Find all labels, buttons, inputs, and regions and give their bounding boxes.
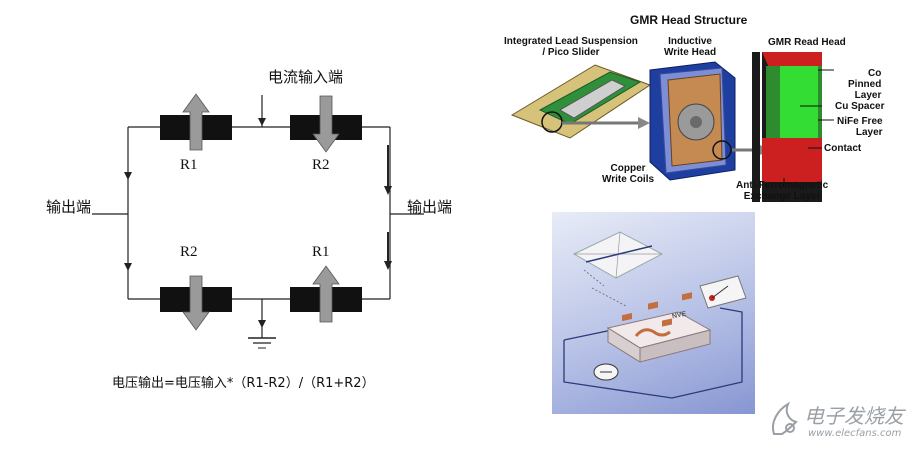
resistor-label: R1 xyxy=(180,157,198,173)
output-left-label: 输出端 xyxy=(46,198,92,216)
resistor-label: R2 xyxy=(180,244,198,260)
voltage-formula: 电压输出=电压输入*（R1-R2）/（R1+R2） xyxy=(112,376,375,391)
arrow-up-icon xyxy=(182,93,210,151)
contact-label: Contact xyxy=(824,143,862,154)
write-head-label: Inductive Write Head xyxy=(664,36,717,58)
bridge-circuit: 电流输入端 输出端 输出端 R1 R2 R2 R1 电压输出=电压输入*（R1-… xyxy=(46,68,453,391)
arrow-up-icon xyxy=(312,265,340,323)
watermark-url: www.elecfans.com xyxy=(808,428,902,439)
bridge-circuit-wires xyxy=(92,93,424,349)
resistor-label: R1 xyxy=(312,244,330,260)
sensor-render-drawing xyxy=(563,231,747,399)
afm-label: Anti-Ferromagnetic Exchange Layer xyxy=(736,180,829,202)
gmr-head-drawing xyxy=(510,52,834,202)
gmr-head-figure: GMR Head Structure Integrated Lead Suspe… xyxy=(500,10,914,210)
watermark: 电子发烧友 www.elecfans.com xyxy=(768,398,908,448)
read-head-label: GMR Read Head xyxy=(768,37,846,48)
gmr-title: GMR Head Structure xyxy=(630,13,748,27)
output-right-label: 输出端 xyxy=(407,198,453,216)
watermark-logo-icon xyxy=(772,401,798,435)
nife-free-label: NiFe Free Layer xyxy=(837,116,883,138)
co-pinned-label: Co Pinned Layer xyxy=(848,68,882,101)
suspension-label: Integrated Lead Suspension / Pico Slider xyxy=(504,36,638,58)
current-input-label: 电流输入端 xyxy=(268,68,344,86)
sensor-render: NVE xyxy=(552,212,755,414)
arrow-down-icon xyxy=(182,275,210,331)
cu-spacer-label: Cu Spacer xyxy=(835,101,885,112)
arrow-down-icon xyxy=(312,95,340,153)
resistor-label: R2 xyxy=(312,157,330,173)
watermark-cn: 电子发烧友 xyxy=(804,404,904,428)
copper-coils-label: Copper Write Coils xyxy=(602,163,655,185)
